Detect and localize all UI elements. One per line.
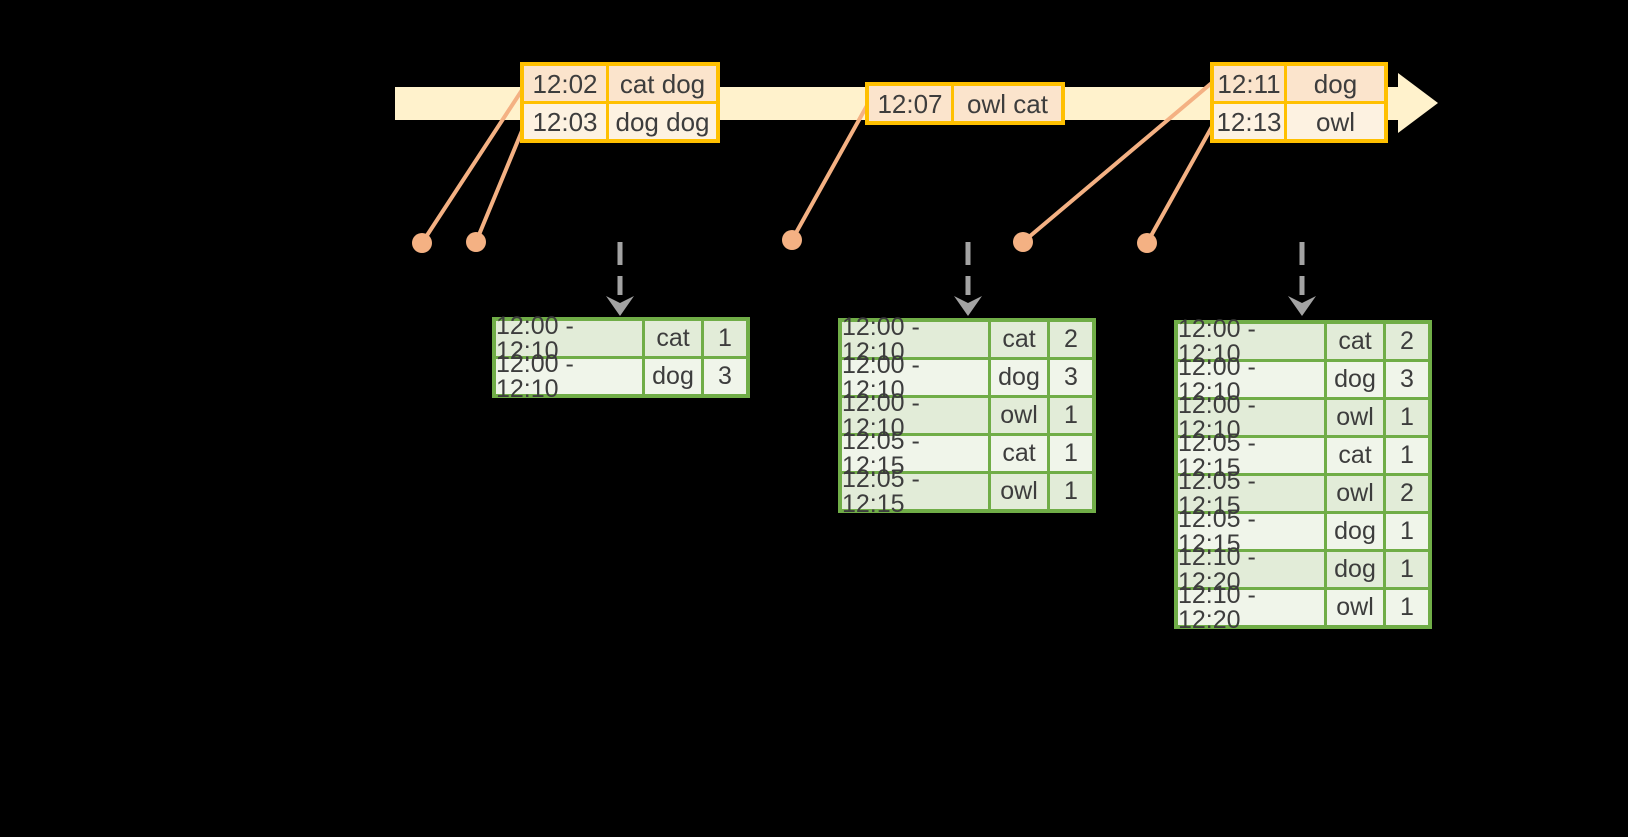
count-cell: 1 (1050, 436, 1092, 471)
event-dot-2 (466, 232, 486, 252)
event-link-lines (420, 79, 1216, 245)
trigger-arrows (617, 242, 1305, 295)
word-cell: dog (1327, 362, 1383, 397)
word-cell: cat (991, 322, 1047, 357)
event-table-2: 12:07 owl cat (865, 82, 1065, 125)
count-cell: 1 (704, 321, 746, 356)
window-cell: 12:05 - 12:15 (1178, 468, 1324, 518)
count-cell: 3 (1050, 360, 1092, 395)
count-cell: 2 (1386, 324, 1428, 359)
word-cell: cat (1327, 438, 1383, 473)
word-cell: owl (991, 398, 1047, 433)
event-words-cell: owl cat (954, 86, 1061, 121)
window-cell: 12:00 - 12:10 (496, 351, 642, 401)
event-time-cell: 12:07 (869, 86, 951, 121)
result-table-1: 12:00 - 12:10 cat 1 12:00 - 12:10 dog 3 (492, 313, 750, 401)
event-link-line-4 (1021, 79, 1216, 244)
word-cell: owl (1327, 400, 1383, 435)
trigger-arrowhead-icon-1 (606, 296, 634, 316)
count-cell: 1 (1050, 398, 1092, 433)
word-cell: owl (1327, 476, 1383, 511)
event-time-cell: 12:11 (1214, 66, 1284, 101)
count-cell: 1 (1386, 552, 1428, 587)
count-cell: 1 (1386, 400, 1428, 435)
event-table-3: 12:11 dog 12:13 owl (1210, 62, 1388, 143)
window-cell: 12:00 - 12:10 (842, 352, 988, 402)
word-cell: dog (1327, 552, 1383, 587)
word-cell: owl (1327, 590, 1383, 625)
window-cell: 12:10 - 12:20 (1178, 582, 1324, 632)
event-link-line-2 (474, 124, 526, 244)
event-words-cell: owl (1287, 104, 1384, 139)
event-words-cell: cat dog (609, 66, 716, 101)
word-cell: cat (991, 436, 1047, 471)
count-cell: 1 (1386, 438, 1428, 473)
count-cell: 3 (1386, 362, 1428, 397)
trigger-arrowhead-icon-2 (954, 296, 982, 316)
event-dots (412, 230, 1157, 253)
event-words-cell: dog (1287, 66, 1384, 101)
event-words-cell: dog dog (609, 104, 716, 139)
count-cell: 1 (1386, 514, 1428, 549)
event-table-1: 12:02 cat dog 12:03 dog dog (520, 62, 720, 143)
event-link-line-3 (790, 100, 871, 242)
result-table-2: 12:00 - 12:10 cat 2 12:00 - 12:10 dog 3 … (838, 314, 1096, 516)
word-cell: cat (645, 321, 701, 356)
event-link-line-5 (1145, 121, 1216, 245)
count-cell: 1 (1386, 590, 1428, 625)
event-link-line-1 (420, 85, 526, 245)
trigger-arrowhead-icon-3 (1288, 296, 1316, 316)
word-cell: dog (991, 360, 1047, 395)
word-cell: dog (645, 359, 701, 394)
event-dot-1 (412, 233, 432, 253)
event-dot-3 (782, 230, 802, 250)
trigger-arrowheads (606, 296, 1316, 316)
window-cell: 12:05 - 12:15 (842, 466, 988, 516)
event-time-cell: 12:02 (524, 66, 606, 101)
count-cell: 2 (1386, 476, 1428, 511)
word-cell: dog (1327, 514, 1383, 549)
event-time-cell: 12:13 (1214, 104, 1284, 139)
timeline-arrowhead-icon (1398, 73, 1438, 133)
window-cell: 12:05 - 12:15 (842, 428, 988, 478)
count-cell: 1 (1050, 474, 1092, 509)
event-time-cell: 12:03 (524, 104, 606, 139)
result-table-3: 12:00 - 12:10 cat 2 12:00 - 12:10 dog 3 … (1174, 316, 1432, 632)
word-cell: owl (991, 474, 1047, 509)
event-dot-4 (1013, 232, 1033, 252)
event-dot-5 (1137, 233, 1157, 253)
count-cell: 2 (1050, 322, 1092, 357)
window-cell: 12:00 - 12:10 (1178, 316, 1324, 366)
count-cell: 3 (704, 359, 746, 394)
window-cell: 12:00 - 12:10 (842, 314, 988, 364)
word-cell: cat (1327, 324, 1383, 359)
